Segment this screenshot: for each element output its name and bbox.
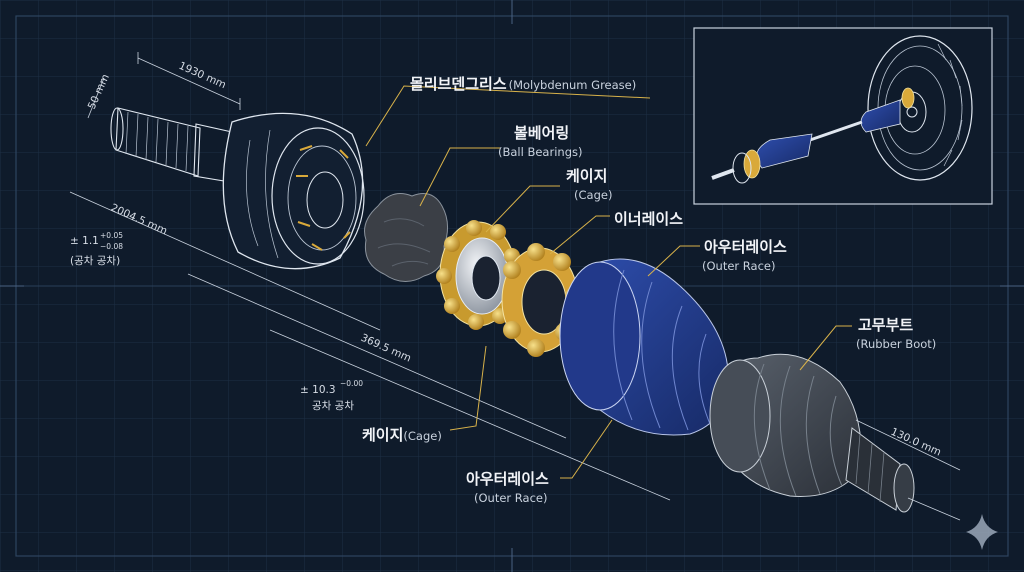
tol1-minus: −0.08 — [100, 242, 123, 251]
label-outer-race-bottom-en: (Outer Race) — [474, 491, 547, 505]
label-outer-race-bottom-ko: 아우터레이스 — [466, 470, 549, 488]
label-ball-bearings-en: (Ball Bearings) — [498, 145, 582, 159]
label-cage-top-en: (Cage) — [574, 188, 612, 202]
tol2-sup: −0.00 — [340, 379, 363, 388]
label-cage-bottom-ko: 케이지 — [362, 426, 403, 444]
label-grease: 몰리브덴그리스(Molybdenum Grease) — [410, 75, 636, 93]
svg-text:몰리브덴그리스(Molybdenum Grease): 몰리브덴그리스(Molybdenum Grease) — [410, 75, 636, 93]
label-rubber-boot-en: (Rubber Boot) — [856, 337, 936, 351]
label-rubber-boot-ko: 고무부트 — [858, 316, 913, 334]
label-ball-bearings-ko: 볼베어링 — [514, 124, 569, 142]
tolerance-1: ± 1.1 +0.05 −0.08 (공차 공차) — [70, 231, 123, 267]
tol2-main: ± 10.3 — [300, 384, 336, 396]
sparkle-icon — [966, 514, 998, 550]
label-cage-bottom-en: (Cage) — [403, 429, 441, 443]
label-outer-race-top-ko: 아우터레이스 — [704, 238, 787, 256]
inset-wheel-view — [693, 27, 993, 205]
tol2-note: 공차 공차 — [312, 400, 354, 412]
label-grease-ko: 몰리브덴그리스 — [410, 75, 507, 93]
tolerance-2: ± 10.3 −0.00 공차 공차 — [300, 379, 363, 412]
label-cage-top-ko: 케이지 — [566, 167, 607, 185]
label-inner-race-ko: 이너레이스 — [614, 210, 683, 228]
leader-lines — [365, 85, 852, 479]
tol1-note: (공차 공차) — [70, 255, 120, 267]
outer-joint-housing — [222, 112, 365, 270]
tol1-main: ± 1.1 — [70, 235, 99, 247]
dimension-lines — [69, 52, 961, 521]
tol1-plus: +0.05 — [100, 231, 123, 240]
svg-text:케이지(Cage): 케이지(Cage) — [362, 426, 442, 444]
rubber-boot — [709, 353, 915, 513]
label-outer-race-top-en: (Outer Race) — [702, 259, 775, 273]
label-grease-en: (Molybdenum Grease) — [509, 78, 637, 92]
grease-blob — [364, 193, 448, 282]
outer-race — [559, 258, 729, 436]
label-cage-bottom: 케이지(Cage) — [362, 426, 442, 444]
